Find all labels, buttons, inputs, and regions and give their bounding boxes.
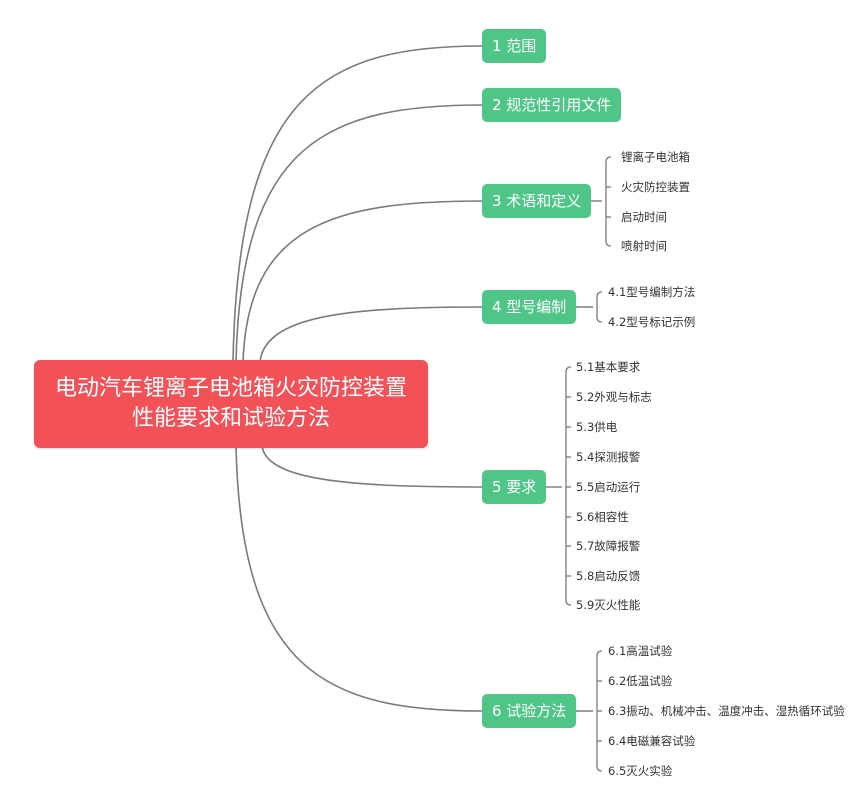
branch-model-numbering[interactable]: 4 型号编制 <box>482 290 577 324</box>
leaf-3-3[interactable]: 启动时间 <box>621 210 667 224</box>
connector-root-to-branch-2 <box>235 104 484 363</box>
branch-scope[interactable]: 1 范围 <box>482 29 547 63</box>
leaf-5-7[interactable]: 5.7故障报警 <box>576 539 641 553</box>
leaf-3-1[interactable]: 锂离子电池箱 <box>621 150 690 164</box>
connector-root-to-branch-1 <box>232 45 484 363</box>
root-title-line1: 电动汽车锂离子电池箱火灾防控装置 <box>54 376 407 401</box>
connector-root-to-branch-5 <box>261 445 484 488</box>
connector-root-to-branch-3 <box>242 200 484 363</box>
leaf-3-2[interactable]: 火灾防控装置 <box>621 180 690 194</box>
connector-root-to-branch-6 <box>235 445 484 712</box>
leaf-6-1[interactable]: 6.1高温试验 <box>608 644 673 658</box>
branch-terms-definitions[interactable]: 3 术语和定义 <box>482 184 592 218</box>
branch-requirements[interactable]: 5 要求 <box>482 470 547 504</box>
leaf-5-2[interactable]: 5.2外观与标志 <box>576 390 652 404</box>
root-title-line2: 性能要求和试验方法 <box>131 406 330 431</box>
leaf-4-2[interactable]: 4.2型号标记示例 <box>608 315 696 329</box>
leaf-3-4[interactable]: 喷射时间 <box>621 239 667 253</box>
leaf-5-5[interactable]: 5.5启动运行 <box>576 480 641 494</box>
leaf-4-1[interactable]: 4.1型号编制方法 <box>608 285 696 299</box>
connector-root-to-branch-4 <box>259 306 484 363</box>
leaf-6-2[interactable]: 6.2低温试验 <box>608 674 673 688</box>
leaf-5-3[interactable]: 5.3供电 <box>576 420 618 434</box>
root-topic[interactable]: 电动汽车锂离子电池箱火灾防控装置 性能要求和试验方法 <box>34 360 428 448</box>
leaf-5-1[interactable]: 5.1基本要求 <box>576 360 641 374</box>
connector-branch-4-bracket <box>596 291 603 323</box>
leaf-6-5[interactable]: 6.5灭火实验 <box>608 764 673 778</box>
leaf-6-4[interactable]: 6.4电磁兼容试验 <box>608 734 696 748</box>
leaf-6-3[interactable]: 6.3振动、机械冲击、温度冲击、湿热循环试验 <box>608 704 845 718</box>
branch-test-methods[interactable]: 6 试验方法 <box>482 694 577 728</box>
leaf-5-8[interactable]: 5.8启动反馈 <box>576 569 641 583</box>
leaf-5-4[interactable]: 5.4探测报警 <box>576 450 641 464</box>
connector-branch-5-bracket <box>565 366 572 606</box>
connector-branch-3-bracket <box>605 156 612 247</box>
branch-normative-references[interactable]: 2 规范性引用文件 <box>482 88 622 122</box>
leaf-5-6[interactable]: 5.6相容性 <box>576 510 629 524</box>
leaf-5-9[interactable]: 5.9灭火性能 <box>576 598 641 612</box>
